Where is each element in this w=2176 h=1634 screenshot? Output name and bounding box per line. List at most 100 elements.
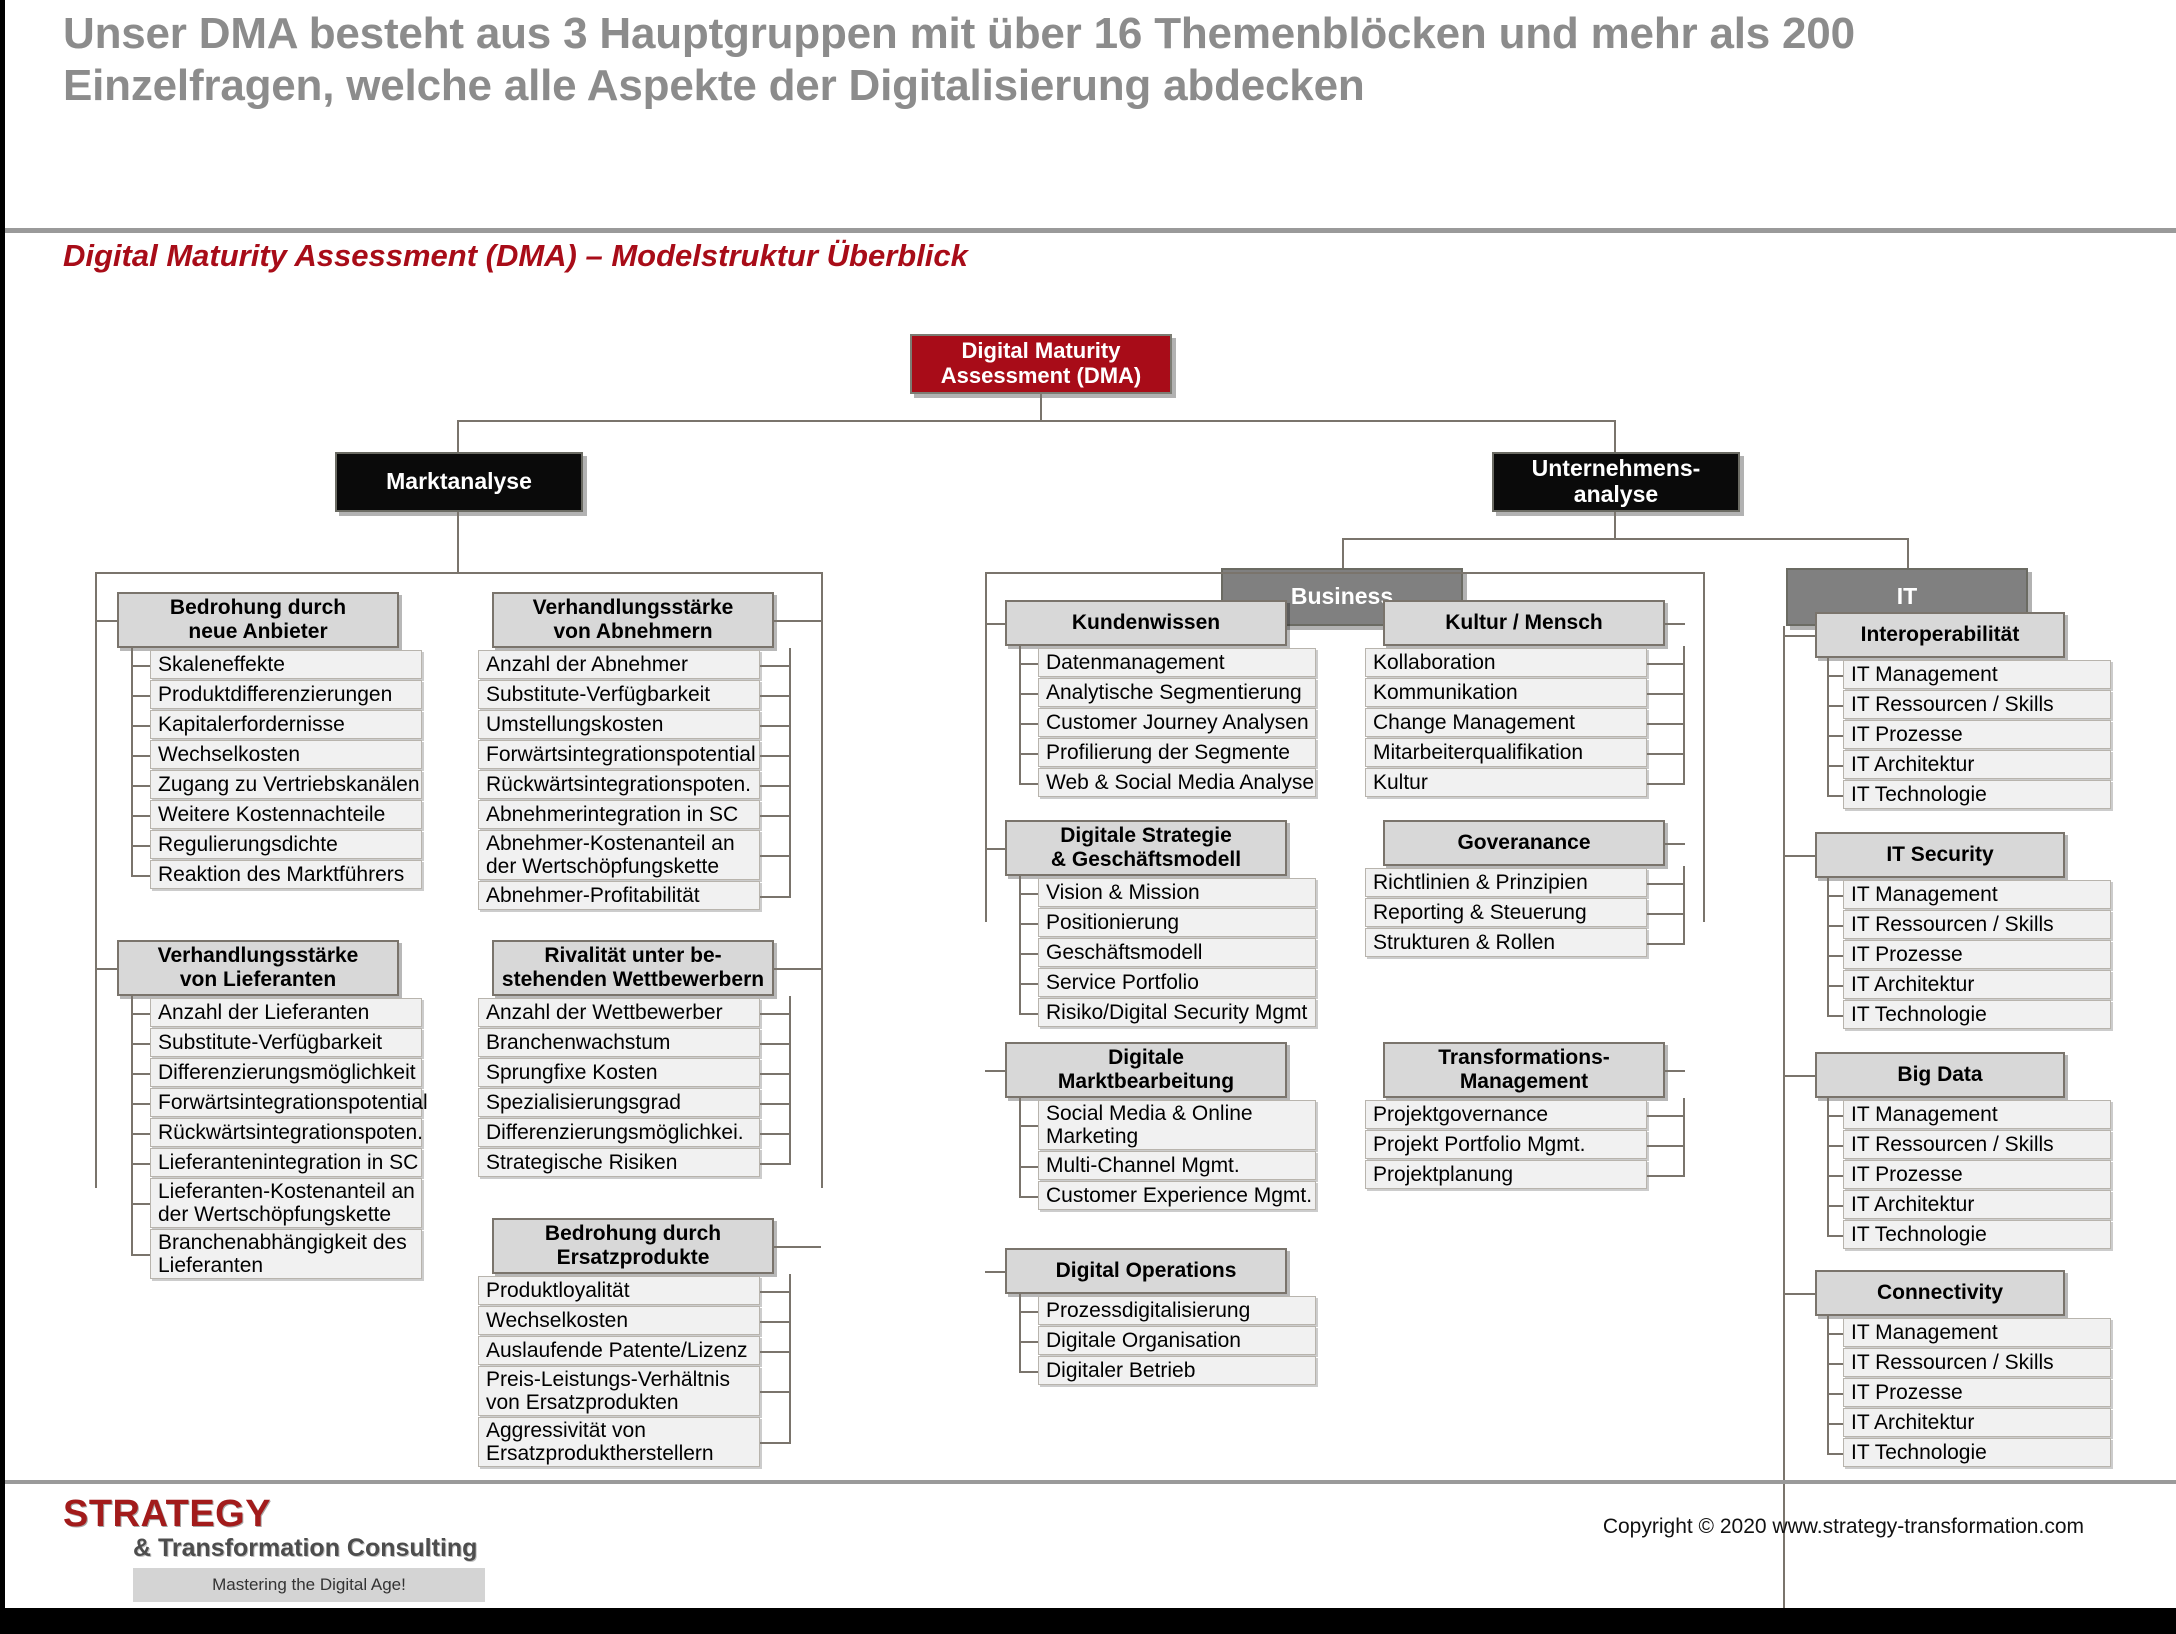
leaf-item[interactable]: IT Architektur: [1843, 1408, 2111, 1437]
leaf-item[interactable]: IT Management: [1843, 880, 2111, 909]
leaf-item[interactable]: IT Architektur: [1843, 750, 2111, 779]
leaf-item[interactable]: Abnehmer-Profitabilität: [478, 881, 760, 910]
leaf-item[interactable]: Risiko/Digital Security Mgmt: [1038, 998, 1316, 1027]
leaf-item[interactable]: Rückwärtsintegrationspoten.: [478, 770, 760, 799]
level1-node-marktanalyse[interactable]: Marktanalyse: [335, 452, 583, 512]
leaf-item[interactable]: Produktdifferenzierungen: [150, 680, 422, 709]
leaf-item[interactable]: Anzahl der Abnehmer: [478, 650, 760, 679]
leaf-item[interactable]: IT Ressourcen / Skills: [1843, 910, 2111, 939]
leaf-item[interactable]: Geschäftsmodell: [1038, 938, 1316, 967]
leaf-item[interactable]: Kommunikation: [1365, 678, 1647, 707]
leaf-item[interactable]: Rückwärtsintegrationspoten.: [150, 1118, 423, 1147]
group-header-rivalitaet[interactable]: Rivalität unter be-stehenden Wettbewerbe…: [492, 940, 774, 996]
group-header-digital-operations[interactable]: Digital Operations: [1005, 1248, 1287, 1294]
leaf-item[interactable]: Social Media & Online Marketing: [1038, 1100, 1316, 1150]
leaf-item[interactable]: IT Technologie: [1843, 780, 2111, 809]
leaf-item[interactable]: Prozessdigitalisierung: [1038, 1296, 1316, 1325]
leaf-item[interactable]: Customer Experience Mgmt.: [1038, 1181, 1316, 1210]
leaf-item[interactable]: Kapitalerfordernisse: [150, 710, 422, 739]
group-header-kultur-mensch[interactable]: Kultur / Mensch: [1383, 600, 1665, 646]
group-header-it-security[interactable]: IT Security: [1815, 832, 2065, 878]
leaf-item[interactable]: Zugang zu Vertriebskanälen: [150, 770, 422, 799]
leaf-item[interactable]: Mitarbeiterqualifikation: [1365, 738, 1647, 767]
leaf-item[interactable]: Lieferantenintegration in SC: [150, 1148, 422, 1177]
leaf-item[interactable]: IT Technologie: [1843, 1000, 2111, 1029]
leaf-item[interactable]: Service Portfolio: [1038, 968, 1316, 997]
leaf-item[interactable]: Multi-Channel Mgmt.: [1038, 1151, 1316, 1180]
group-header-digitale-strategie[interactable]: Digitale Strategie& Geschäftsmodell: [1005, 820, 1287, 876]
leaf-item[interactable]: Anzahl der Lieferanten: [150, 998, 422, 1027]
leaf-item[interactable]: IT Architektur: [1843, 970, 2111, 999]
leaf-item[interactable]: Profilierung der Segmente: [1038, 738, 1316, 767]
leaf-item[interactable]: Wechselkosten: [478, 1306, 760, 1335]
leaf-item[interactable]: Substitute-Verfügbarkeit: [150, 1028, 422, 1057]
leaf-item[interactable]: IT Architektur: [1843, 1190, 2111, 1219]
leaf-item[interactable]: Kultur: [1365, 768, 1647, 797]
leaf-item[interactable]: Branchenabhängigkeit des Lieferanten: [150, 1229, 422, 1279]
leaf-item[interactable]: IT Prozesse: [1843, 720, 2111, 749]
leaf-item[interactable]: Digitale Organisation: [1038, 1326, 1316, 1355]
leaf-item[interactable]: Change Management: [1365, 708, 1647, 737]
leaf-item[interactable]: Produktloyalität: [478, 1276, 760, 1305]
leaf-item[interactable]: Auslaufende Patente/Lizenz: [478, 1336, 760, 1365]
leaf-item[interactable]: IT Ressourcen / Skills: [1843, 1130, 2111, 1159]
leaf-item[interactable]: Anzahl der Wettbewerber: [478, 998, 760, 1027]
root-node-dma[interactable]: Digital Maturity Assessment (DMA): [910, 334, 1172, 394]
leaf-item[interactable]: IT Technologie: [1843, 1438, 2111, 1467]
leaf-item[interactable]: Reaktion des Marktführers: [150, 860, 422, 889]
leaf-item[interactable]: Preis-Leistungs-Verhältnis von Ersatzpro…: [478, 1366, 760, 1416]
leaf-item[interactable]: IT Management: [1843, 660, 2111, 689]
leaf-item[interactable]: Customer Journey Analysen: [1038, 708, 1316, 737]
leaf-item[interactable]: Differenzierungsmöglichkeit: [150, 1058, 422, 1087]
leaf-item[interactable]: Kollaboration: [1365, 648, 1647, 677]
leaf-item[interactable]: Forwärtsintegrationspotential: [150, 1088, 428, 1117]
leaf-item[interactable]: Strategische Risiken: [478, 1148, 760, 1177]
leaf-item[interactable]: Lieferanten-Kostenanteil an der Wertschö…: [150, 1178, 422, 1228]
group-header-big-data[interactable]: Big Data: [1815, 1052, 2065, 1098]
leaf-item[interactable]: Digitaler Betrieb: [1038, 1356, 1316, 1385]
leaf-item[interactable]: IT Management: [1843, 1318, 2111, 1347]
leaf-item[interactable]: IT Technologie: [1843, 1220, 2111, 1249]
leaf-item[interactable]: Umstellungskosten: [478, 710, 760, 739]
leaf-item[interactable]: Positionierung: [1038, 908, 1316, 937]
leaf-item[interactable]: Datenmanagement: [1038, 648, 1316, 677]
group-header-kundenwissen[interactable]: Kundenwissen: [1005, 600, 1287, 646]
leaf-item[interactable]: Richtlinien & Prinzipien: [1365, 868, 1647, 897]
leaf-item[interactable]: Skaleneffekte: [150, 650, 422, 679]
leaf-item[interactable]: Strukturen & Rollen: [1365, 928, 1647, 957]
leaf-item[interactable]: IT Prozesse: [1843, 940, 2111, 969]
group-header-connectivity[interactable]: Connectivity: [1815, 1270, 2065, 1316]
leaf-item[interactable]: IT Ressourcen / Skills: [1843, 690, 2111, 719]
leaf-item[interactable]: Spezialisierungsgrad: [478, 1088, 760, 1117]
group-header-interoperabilitaet[interactable]: Interoperabilität: [1815, 612, 2065, 658]
group-header-transformations-management[interactable]: Transformations-Management: [1383, 1042, 1665, 1098]
leaf-item[interactable]: Branchenwachstum: [478, 1028, 760, 1057]
leaf-item[interactable]: Wechselkosten: [150, 740, 422, 769]
level1-node-unternehmensanalyse[interactable]: Unternehmens-analyse: [1492, 452, 1740, 512]
group-header-goveranance[interactable]: Goveranance: [1383, 820, 1665, 866]
leaf-item[interactable]: Projekt Portfolio Mgmt.: [1365, 1130, 1647, 1159]
leaf-item[interactable]: IT Ressourcen / Skills: [1843, 1348, 2111, 1377]
leaf-item[interactable]: Abnehmer-Kostenanteil an der Wertschöpfu…: [478, 830, 760, 880]
leaf-item[interactable]: Substitute-Verfügbarkeit: [478, 680, 760, 709]
leaf-item[interactable]: Regulierungsdichte: [150, 830, 422, 859]
leaf-item[interactable]: IT Management: [1843, 1100, 2111, 1129]
leaf-item[interactable]: Differenzierungsmöglichkei.: [478, 1118, 760, 1147]
leaf-item[interactable]: Projektplanung: [1365, 1160, 1647, 1189]
leaf-item[interactable]: Projektgovernance: [1365, 1100, 1647, 1129]
leaf-item[interactable]: Forwärtsintegrationspotential: [478, 740, 760, 769]
leaf-item[interactable]: Web & Social Media Analyse: [1038, 768, 1316, 797]
leaf-item[interactable]: Weitere Kostennachteile: [150, 800, 422, 829]
leaf-item[interactable]: Sprungfixe Kosten: [478, 1058, 760, 1087]
leaf-item[interactable]: Abnehmerintegration in SC: [478, 800, 760, 829]
leaf-item[interactable]: Reporting & Steuerung: [1365, 898, 1647, 927]
leaf-item[interactable]: IT Prozesse: [1843, 1160, 2111, 1189]
leaf-item[interactable]: Aggressivität von Ersatzproduktherstelle…: [478, 1417, 760, 1467]
leaf-item[interactable]: IT Prozesse: [1843, 1378, 2111, 1407]
leaf-item[interactable]: Analytische Segmentierung: [1038, 678, 1316, 707]
